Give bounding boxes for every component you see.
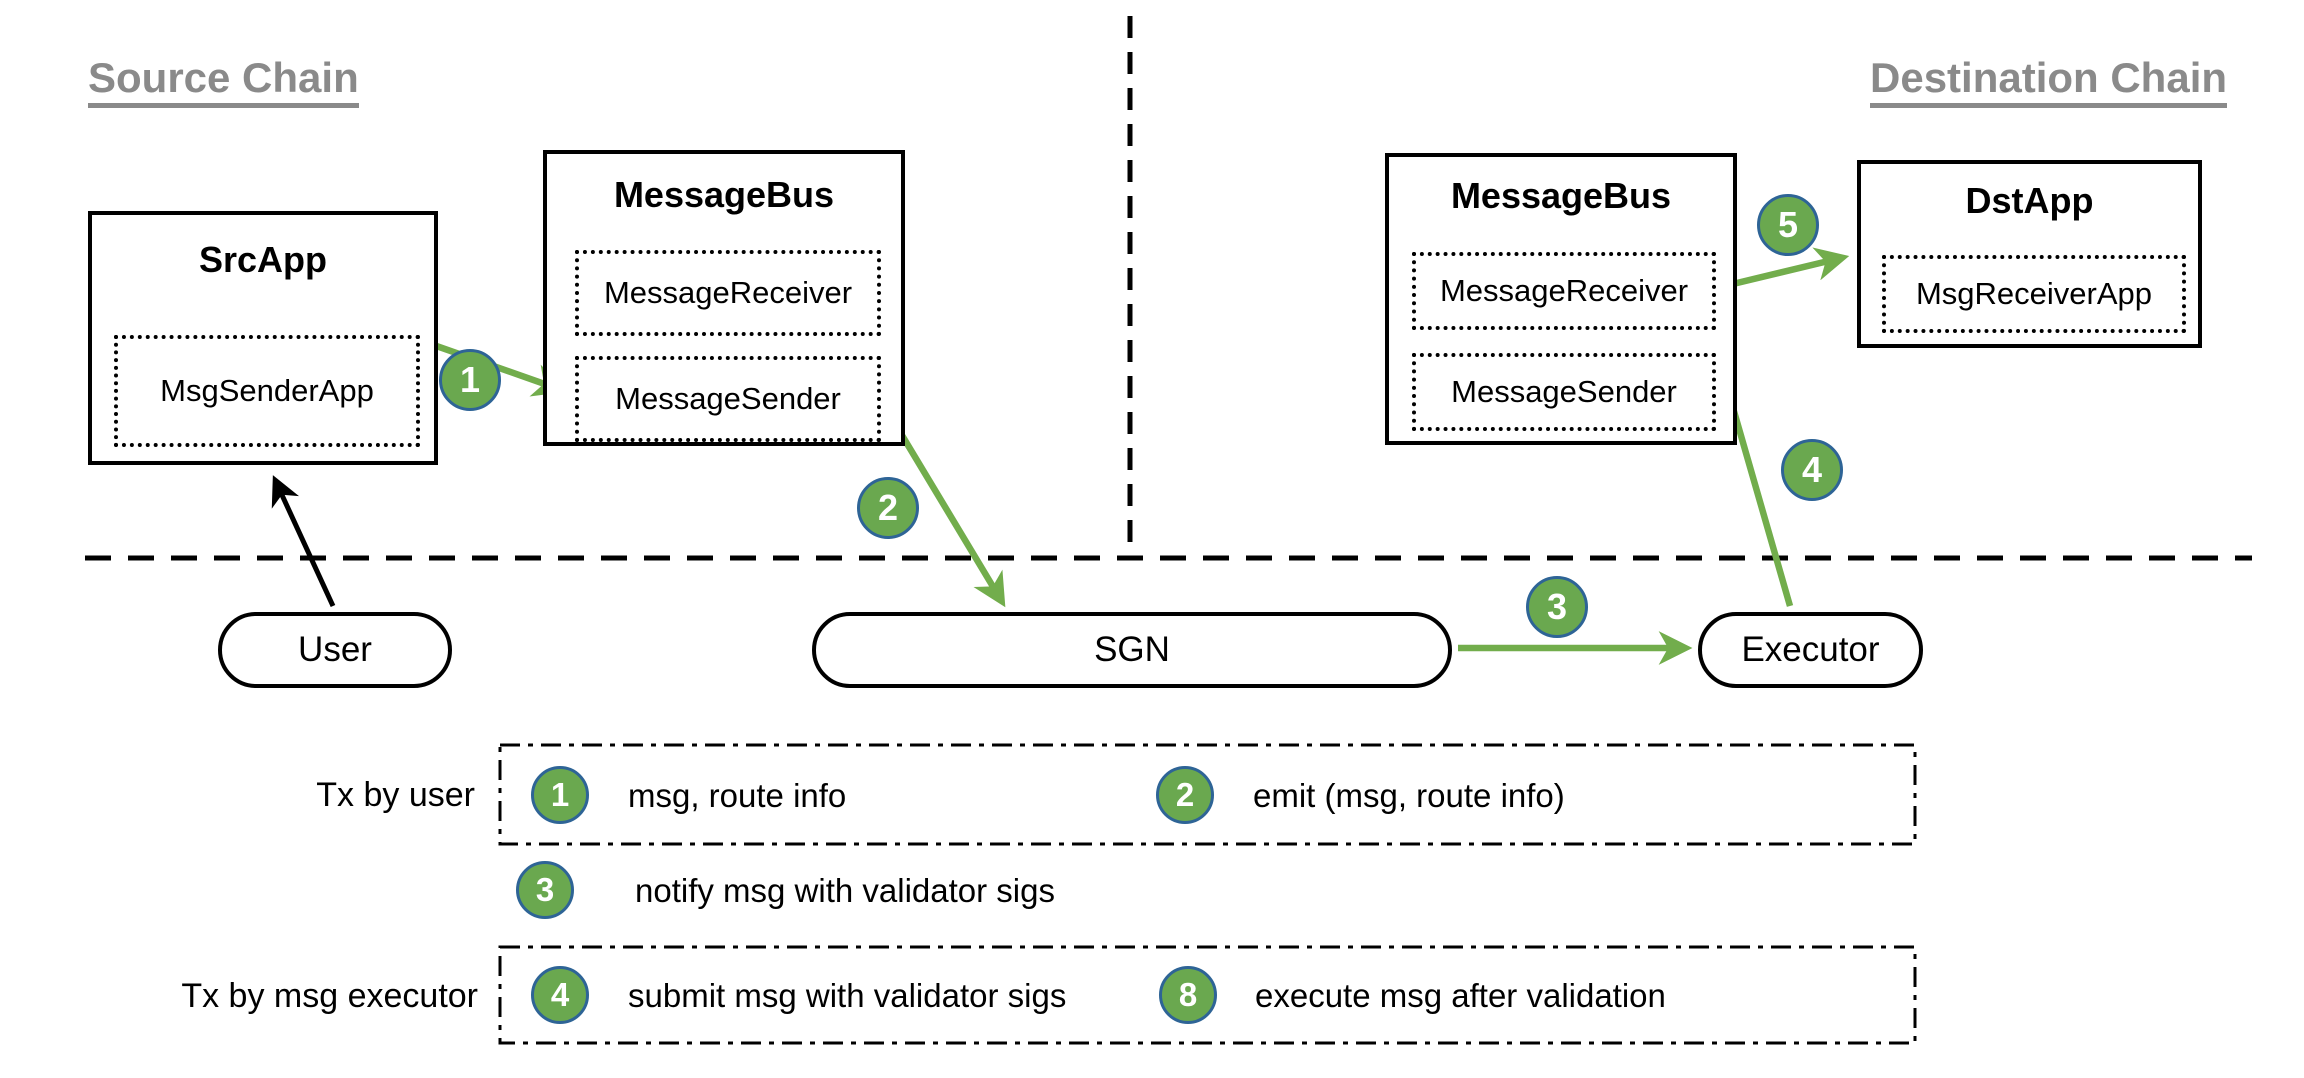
legend-step-8-circle: 8 [1159,966,1217,1024]
legend-tx-by-executor-frame [498,945,1917,1045]
step-marker-1: 1 [439,349,501,411]
messagebus-dst-box: MessageBus MessageReceiver MessageSender [1385,153,1737,445]
legend-step-1-circle: 1 [531,766,589,824]
messagereceiver-dst-box: MessageReceiver [1412,252,1716,330]
messagebus-dst-title: MessageBus [1450,175,1672,216]
source-chain-heading: Source Chain [88,55,359,109]
messagesender-src-box: MessageSender [575,356,881,442]
messagereceiver-src-box: MessageReceiver [575,250,881,336]
legend-row2-label: Tx by msg executor [181,977,478,1015]
legend-step-2-text: emit (msg, route info) [1253,777,1565,814]
legend-step-2-circle: 2 [1156,766,1214,824]
legend-step-8-text: execute msg after validation [1255,977,1666,1014]
legend-step-3-circle: 3 [516,861,574,919]
sgn-node: SGN [812,612,1452,688]
messagebus-src-box: MessageBus MessageReceiver MessageSender [543,150,905,446]
step-marker-4: 4 [1781,439,1843,501]
step-marker-3: 3 [1526,576,1588,638]
dstapp-title: DstApp [1965,180,2094,221]
legend-step-4-circle: 4 [531,966,589,1024]
executor-node: Executor [1698,612,1923,688]
legend-row1-label: Tx by user [316,776,475,814]
step-marker-2: 2 [857,477,919,539]
srcapp-box: SrcApp MsgSenderApp [88,211,438,465]
step-marker-5: 5 [1757,194,1819,256]
arrow-user-to-srcapp [271,475,336,608]
legend-tx-by-user-frame [498,743,1917,846]
msgreceiverapp-box: MsgReceiverApp [1882,255,2186,333]
legend-step-3-text: notify msg with validator sigs [635,872,1055,909]
dstapp-box: DstApp MsgReceiverApp [1857,160,2202,348]
user-node: User [218,612,452,688]
destination-chain-heading: Destination Chain [1870,55,2228,109]
legend-step-4-text: submit msg with validator sigs [628,977,1067,1014]
msgsenderapp-box: MsgSenderApp [114,335,420,447]
messagebus-src-title: MessageBus [613,174,835,215]
srcapp-title: SrcApp [198,239,328,280]
legend-step-1-text: msg, route info [628,777,847,814]
messagesender-dst-box: MessageSender [1412,353,1716,431]
